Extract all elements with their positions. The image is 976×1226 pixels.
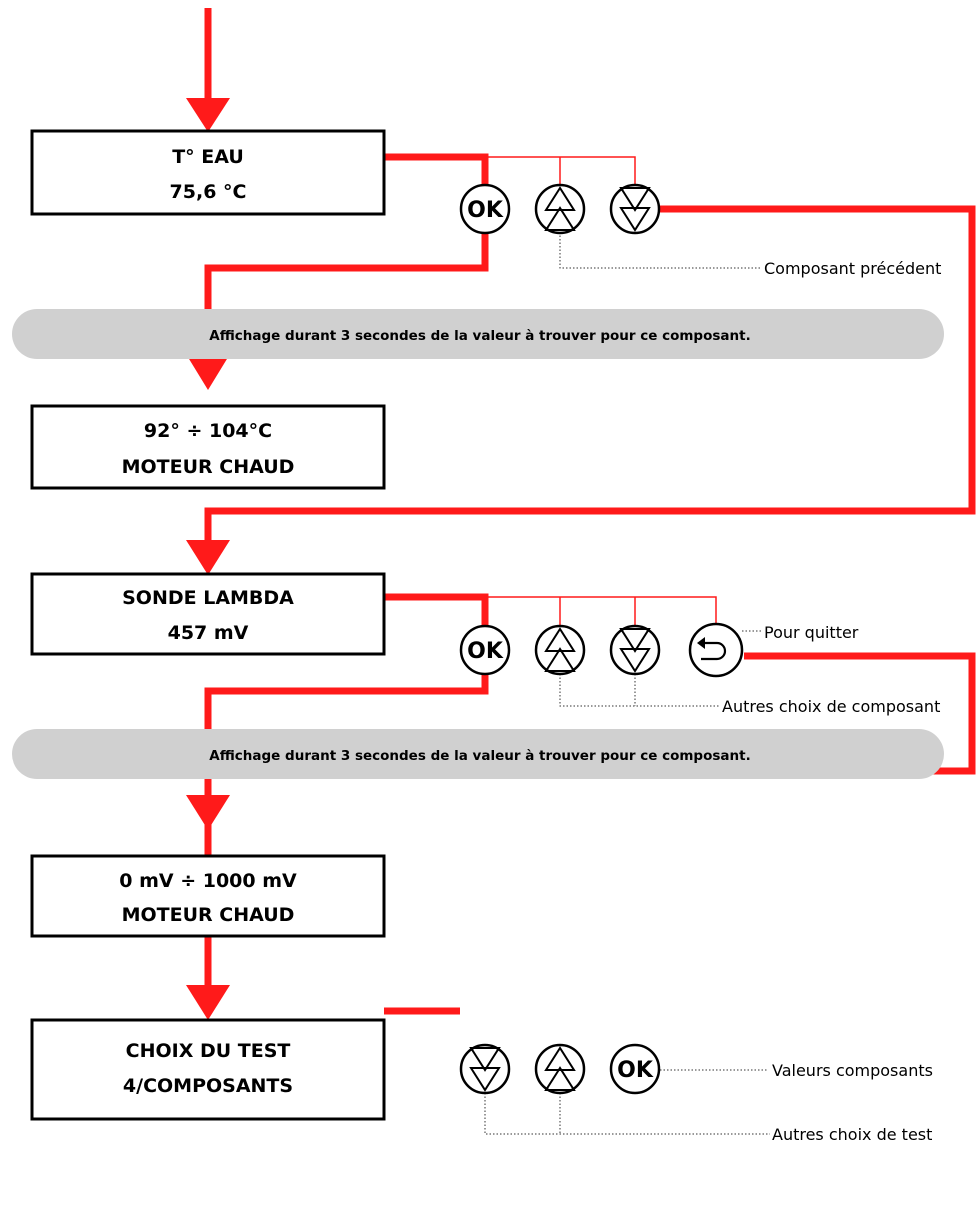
ok-label: OK (617, 1058, 654, 1083)
display-test-choice: CHOIX DU TEST 4/COMPOSANTS (30, 1018, 386, 1121)
ok-button[interactable]: OK (459, 183, 511, 235)
info-banner: Affichage durant 3 secondes de la valeur… (12, 729, 944, 779)
display-line-2: 75,6 °C (170, 181, 247, 203)
display-water-range: 92° ÷ 104°C MOTEUR CHAUD (30, 404, 386, 490)
display-line-1: T° EAU (172, 146, 244, 168)
display-line-1: 0 mV ÷ 1000 mV (119, 870, 297, 892)
display-line-1: SONDE LAMBDA (122, 587, 294, 609)
display-line-2: MOTEUR CHAUD (122, 456, 295, 478)
ok-label: OK (467, 198, 504, 223)
ok-button[interactable]: OK (609, 1043, 661, 1095)
display-lambda-probe: SONDE LAMBDA 457 mV (30, 572, 386, 656)
down-button[interactable] (609, 183, 661, 235)
arrowhead (186, 98, 230, 132)
flow-line-4 (204, 652, 976, 987)
arrowhead (186, 540, 230, 575)
display-line-2: 4/COMPOSANTS (123, 1075, 293, 1097)
display-lambda-range: 0 mV ÷ 1000 mV MOTEUR CHAUD (30, 854, 386, 938)
return-button[interactable] (688, 622, 744, 678)
note-quit: Pour quitter (764, 623, 859, 642)
thin-branches (484, 156, 717, 627)
up-button[interactable] (534, 1043, 586, 1095)
note-previous-component: Composant précédent (764, 259, 941, 278)
down-button[interactable] (609, 624, 661, 676)
banner-text: Affichage durant 3 secondes de la valeur… (209, 748, 750, 764)
note-other-component: Autres choix de composant (722, 697, 940, 716)
flow-line-1 (204, 153, 489, 362)
arrowhead (186, 795, 230, 830)
display-water-temp: T° EAU 75,6 °C (30, 129, 386, 216)
up-button[interactable] (534, 183, 586, 235)
note-component-values: Valeurs composants (772, 1061, 933, 1080)
flow-line-3 (204, 593, 489, 797)
display-line-1: 92° ÷ 104°C (144, 420, 272, 442)
flow-line-2 (204, 205, 976, 552)
note-other-test: Autres choix de test (772, 1125, 932, 1144)
ok-label: OK (467, 639, 504, 664)
arrowhead (186, 985, 230, 1020)
display-line-1: CHOIX DU TEST (126, 1040, 291, 1062)
display-line-2: 457 mV (168, 622, 249, 644)
banner-text: Affichage durant 3 secondes de la valeur… (209, 328, 750, 344)
info-banner: Affichage durant 3 secondes de la valeur… (12, 309, 944, 359)
return-icon (697, 637, 727, 661)
arrowhead (186, 354, 230, 390)
up-button[interactable] (534, 624, 586, 676)
display-line-2: MOTEUR CHAUD (122, 904, 295, 926)
annotation-leaders (484, 232, 770, 1135)
flow-lines (204, 8, 976, 1015)
ok-button[interactable]: OK (459, 624, 511, 676)
down-button[interactable] (459, 1043, 511, 1095)
